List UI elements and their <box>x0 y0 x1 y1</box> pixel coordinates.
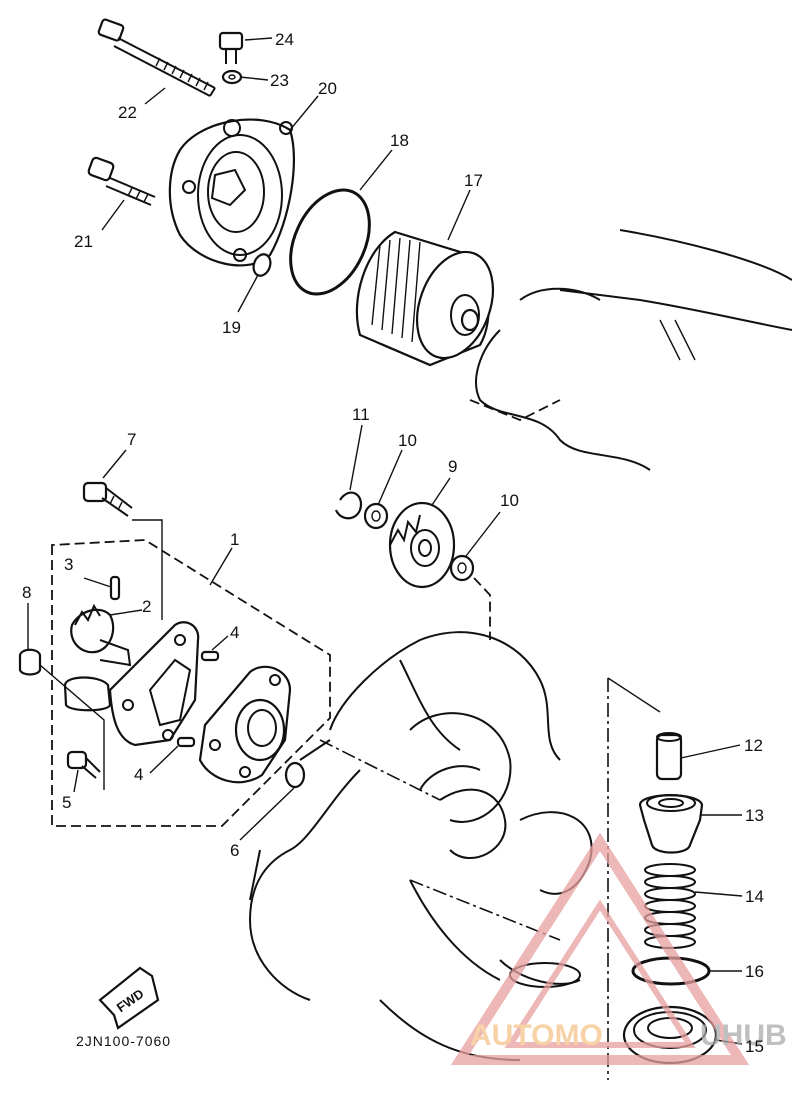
callout-18: 18 <box>390 131 409 150</box>
spring-14 <box>644 863 696 949</box>
oil-filter-element-17 <box>355 230 494 367</box>
washer-10b <box>449 554 475 582</box>
pump-rotor-shaft-2 <box>70 603 132 667</box>
circlip-11 <box>334 491 363 520</box>
callout-7: 7 <box>127 430 136 449</box>
callout-24: 24 <box>275 30 294 49</box>
callout-8: 8 <box>22 583 31 602</box>
bolt-5 <box>66 750 101 779</box>
callout-20: 20 <box>318 79 337 98</box>
oil-pump-assembly-boundary <box>51 539 331 827</box>
callout-15: 15 <box>745 1037 764 1056</box>
callout-11: 11 <box>352 405 370 424</box>
callout-4-upper: 4 <box>230 623 239 642</box>
diagram-code: 2JN100-7060 <box>76 1033 171 1049</box>
leader-10b <box>473 577 491 640</box>
callout-3: 3 <box>64 555 73 574</box>
leader-7 <box>132 519 163 620</box>
washer-10a <box>363 502 389 530</box>
pin-3 <box>109 575 121 601</box>
bolt-24 <box>218 31 244 64</box>
dowel-pin-4b <box>176 736 196 748</box>
leader-lines <box>27 37 743 1045</box>
relief-valve-13 <box>638 794 704 854</box>
callout-19: 19 <box>222 318 241 337</box>
long-bolt-22 <box>97 18 216 97</box>
oil-pump-drive-gear-9 <box>388 501 456 589</box>
callout-22: 22 <box>118 103 137 122</box>
callout-9: 9 <box>448 457 457 476</box>
watermark-text-right: UHUB <box>700 1019 787 1052</box>
watermark-text-left: AUTOMO <box>470 1019 603 1052</box>
callout-23: 23 <box>270 71 289 90</box>
callout-12: 12 <box>744 736 763 755</box>
oil-pump-cover <box>198 665 292 784</box>
callout-6: 6 <box>230 841 239 860</box>
bolt-7 <box>82 481 133 517</box>
washer-23 <box>221 69 243 85</box>
leader-12-top <box>607 677 661 713</box>
forward-direction-arrow: FWD <box>98 966 160 1030</box>
callout-4-lower: 4 <box>134 765 143 784</box>
o-ring-18 <box>289 188 371 296</box>
callout-10-lower: 10 <box>500 491 519 510</box>
callout-21: 21 <box>74 232 93 251</box>
oil-filter-cover-20 <box>168 118 296 267</box>
oil-pump-housing <box>63 621 200 747</box>
cap-8 <box>18 648 42 676</box>
callout-1: 1 <box>230 530 239 549</box>
dowel-pin-4a <box>200 650 220 662</box>
callout-13: 13 <box>745 806 764 825</box>
callout-2: 2 <box>142 597 151 616</box>
callout-10-upper: 10 <box>398 431 417 450</box>
callout-5: 5 <box>62 793 71 812</box>
callout-17: 17 <box>464 171 483 190</box>
relief-valve-pin-12 <box>655 732 683 781</box>
callout-14: 14 <box>745 887 764 906</box>
o-ring-6 <box>284 761 306 789</box>
automotohub-watermark: AUTOMO UHUB <box>450 832 787 1065</box>
callout-labels: 24 23 22 20 21 18 17 19 7 11 10 9 10 1 3… <box>22 30 764 1056</box>
callout-16: 16 <box>745 962 764 981</box>
crankcase-outline <box>249 229 792 1061</box>
bolt-21 <box>87 156 156 206</box>
